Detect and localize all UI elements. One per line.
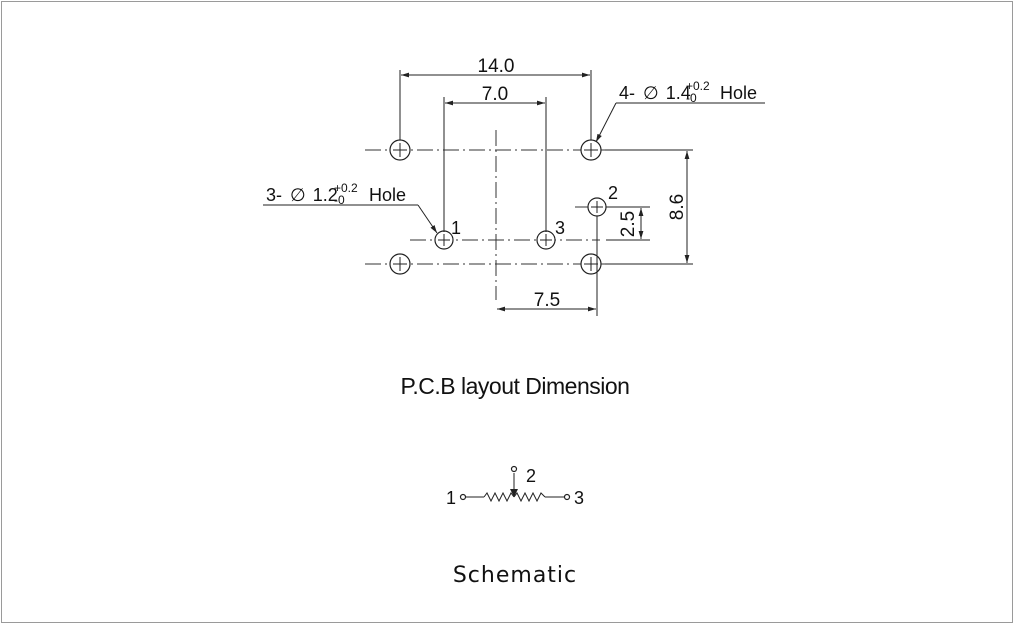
small-hole-suffix: Hole: [369, 185, 406, 205]
terminal-1: [459, 493, 467, 501]
dim-label-14: 14.0: [478, 56, 515, 77]
large-hole-qty: 4-: [619, 83, 635, 103]
note-large-holes: 4- ∅ 1.4 +0.2 -0 Hole: [595, 79, 765, 143]
layout-caption: P.C.B layout Dimension: [401, 373, 630, 399]
large-hole-tol-minus: -0: [686, 91, 697, 105]
small-hole-size: 1.2: [313, 185, 338, 205]
terminal-2: [510, 465, 518, 473]
large-hole-suffix: Hole: [720, 83, 757, 103]
small-hole-phi: ∅: [290, 185, 306, 205]
schematic-pin-3: 3: [574, 488, 584, 508]
hole-crosshairs: [393, 143, 603, 271]
large-hole-size: 1.4: [666, 83, 691, 103]
dimension-7-5: 7.5: [497, 216, 598, 316]
dimension-8-6: 8.6: [605, 149, 693, 265]
dim-label-7: 7.0: [482, 84, 508, 105]
schematic-pin-1: 1: [446, 488, 456, 508]
holes: [389, 139, 607, 275]
dimension-7: 7.0: [443, 84, 547, 232]
svg-text:4- ∅ 1.4: 4- ∅ 1.4: [619, 83, 691, 103]
dim-label-8-6: 8.6: [667, 194, 688, 220]
pin-label-1: 1: [451, 218, 461, 238]
potentiometer-schematic: 1 3 2: [446, 465, 584, 508]
large-hole-tol-plus: +0.2: [686, 79, 710, 93]
pin-label-2: 2: [608, 183, 618, 203]
terminal-3: [563, 493, 571, 501]
small-hole-tol-minus: -0: [334, 193, 345, 207]
wiper-arrow: [510, 489, 518, 497]
dim-label-2-5: 2.5: [618, 211, 639, 237]
small-hole-qty: 3-: [266, 185, 282, 205]
schematic-caption: Schematic: [453, 563, 577, 588]
note-small-holes: 3- ∅ 1.2 +0.2 -0 Hole: [263, 181, 438, 234]
small-hole-tol-plus: +0.2: [334, 181, 358, 195]
pin-label-3: 3: [555, 218, 565, 238]
schematic-pin-2: 2: [526, 466, 536, 486]
large-hole-phi: ∅: [643, 83, 659, 103]
resistor-right: [513, 491, 546, 503]
dimension-2-5: 2.5: [606, 206, 650, 241]
dim-label-7-5: 7.5: [534, 290, 560, 311]
dimension-14: 14.0: [399, 56, 592, 140]
resistor-left: [483, 491, 515, 503]
svg-text:3- ∅ 1.2: 3- ∅ 1.2: [266, 185, 338, 205]
